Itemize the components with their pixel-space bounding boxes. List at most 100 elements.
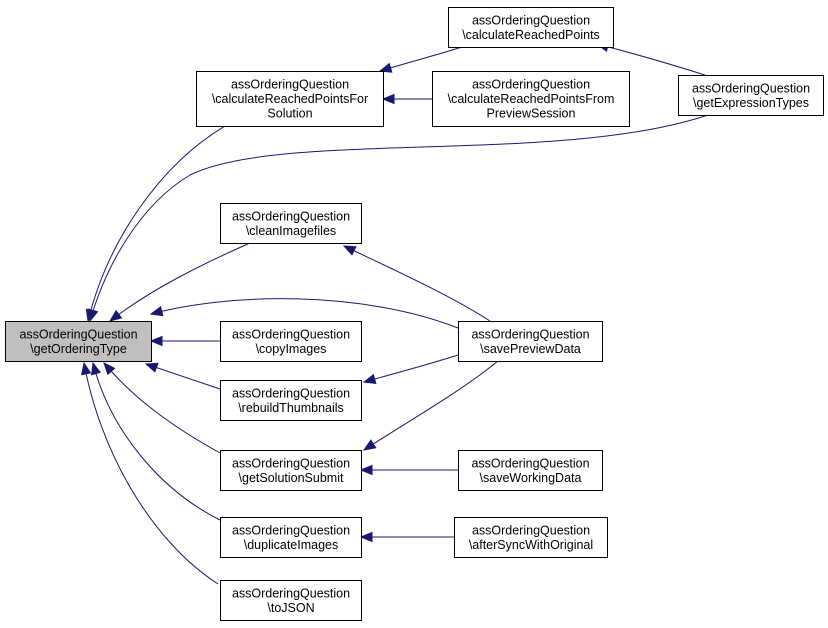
node-calculateReachedPointsFromPreviewSession[interactable]: assOrderingQuestion\calculateReachedPoin… bbox=[432, 71, 630, 127]
node-label-line: \calculateReachedPoints bbox=[462, 28, 600, 42]
arrowhead-icon bbox=[103, 361, 116, 376]
node-label-line: assOrderingQuestion bbox=[231, 78, 349, 92]
node-label-line: assOrderingQuestion bbox=[232, 327, 350, 341]
node-label-line: assOrderingQuestion bbox=[232, 586, 350, 600]
arrowhead-icon bbox=[362, 373, 377, 384]
arrowhead-icon bbox=[88, 308, 99, 323]
edge-calculateReachedPointsForSolution-to-getOrderingType bbox=[85, 125, 226, 323]
nodes-layer: assOrderingQuestion\getOrderingTypeassOr… bbox=[5, 7, 824, 621]
node-duplicateImages[interactable]: assOrderingQuestion\duplicateImages bbox=[220, 517, 362, 558]
node-label-line: \toJSON bbox=[267, 601, 314, 615]
edge-line bbox=[596, 43, 706, 76]
node-label-line: assOrderingQuestion bbox=[471, 327, 589, 341]
node-box bbox=[220, 321, 362, 362]
node-box bbox=[454, 517, 608, 558]
node-box bbox=[458, 450, 603, 491]
node-box bbox=[458, 321, 603, 362]
node-savePreviewData[interactable]: assOrderingQuestion\savePreviewData bbox=[458, 321, 603, 362]
node-label-line: \rebuildThumbnails bbox=[238, 401, 344, 415]
arrowhead-icon bbox=[359, 531, 373, 543]
node-box bbox=[432, 71, 630, 127]
edge-line bbox=[89, 114, 709, 322]
node-label-line: \calculateReachedPointsFor bbox=[212, 92, 368, 106]
edge-line bbox=[343, 245, 491, 322]
edge-line bbox=[150, 298, 459, 329]
node-getExpressionTypes[interactable]: assOrderingQuestion\getExpressionTypes bbox=[678, 75, 824, 116]
arrowhead-icon bbox=[108, 309, 123, 322]
edge-rebuildThumbnails-to-getOrderingType bbox=[144, 362, 221, 390]
edge-line bbox=[103, 362, 221, 454]
node-label-line: \getOrderingType bbox=[30, 342, 127, 356]
arrowhead-icon bbox=[81, 361, 92, 376]
node-toJSON[interactable]: assOrderingQuestion\toJSON bbox=[220, 580, 362, 621]
edge-savePreviewData-to-cleanImagefiles bbox=[342, 245, 491, 322]
edge-calculateReachedPointsFromPreviewSession-to-calculateReachedPointsForSolution bbox=[381, 93, 432, 105]
node-label-line: assOrderingQuestion bbox=[232, 386, 350, 400]
arrowhead-icon bbox=[149, 335, 163, 347]
node-getOrderingType[interactable]: assOrderingQuestion\getOrderingType bbox=[5, 321, 152, 362]
edges-layer bbox=[81, 41, 709, 585]
edge-afterSyncWithOriginal-to-duplicateImages bbox=[359, 531, 454, 543]
node-label-line: PreviewSession bbox=[487, 107, 576, 121]
node-label-line: \saveWorkingData bbox=[480, 471, 582, 485]
node-label-line: assOrderingQuestion bbox=[232, 209, 350, 223]
arrowhead-icon bbox=[342, 245, 357, 256]
node-label-line: assOrderingQuestion bbox=[19, 327, 137, 341]
node-box bbox=[220, 580, 362, 621]
node-box bbox=[678, 75, 824, 116]
edge-line bbox=[109, 242, 251, 322]
arrowhead-icon bbox=[91, 361, 102, 376]
node-calculateReachedPoints[interactable]: assOrderingQuestion\calculateReachedPoin… bbox=[448, 7, 614, 48]
node-label-line: \getExpressionTypes bbox=[693, 96, 809, 110]
node-box bbox=[220, 450, 362, 491]
node-label-line: assOrderingQuestion bbox=[472, 13, 590, 27]
arrowhead-icon bbox=[362, 439, 377, 451]
node-label-line: assOrderingQuestion bbox=[472, 78, 590, 92]
node-box bbox=[220, 517, 362, 558]
node-label-line: \duplicateImages bbox=[244, 538, 339, 552]
node-box bbox=[220, 203, 362, 244]
edge-savePreviewData-to-getSolutionSubmit bbox=[362, 360, 499, 451]
node-calculateReachedPointsForSolution[interactable]: assOrderingQuestion\calculateReachedPoin… bbox=[196, 71, 384, 127]
arrowhead-icon bbox=[149, 306, 164, 317]
node-box bbox=[448, 7, 614, 48]
node-saveWorkingData[interactable]: assOrderingQuestion\saveWorkingData bbox=[458, 450, 603, 491]
node-getSolutionSubmit[interactable]: assOrderingQuestion\getSolutionSubmit bbox=[220, 450, 362, 491]
edge-line bbox=[83, 362, 219, 585]
node-copyImages[interactable]: assOrderingQuestion\copyImages bbox=[220, 321, 362, 362]
edge-calculateReachedPoints-to-calculateReachedPointsForSolution bbox=[378, 46, 463, 73]
node-label-line: assOrderingQuestion bbox=[692, 81, 810, 95]
arrowhead-icon bbox=[144, 362, 159, 373]
node-label-line: \savePreviewData bbox=[480, 342, 581, 356]
edge-saveWorkingData-to-getSolutionSubmit bbox=[359, 464, 458, 476]
node-label-line: assOrderingQuestion bbox=[232, 523, 350, 537]
node-box bbox=[5, 321, 152, 362]
node-cleanImagefiles[interactable]: assOrderingQuestion\cleanImagefiles bbox=[220, 203, 362, 244]
edge-line bbox=[87, 125, 226, 322]
edge-getSolutionSubmit-to-getOrderingType bbox=[103, 361, 221, 454]
arrowhead-icon bbox=[381, 93, 395, 105]
edge-line bbox=[92, 362, 221, 521]
edge-toJSON-to-getOrderingType bbox=[81, 361, 219, 585]
edge-savePreviewData-to-getOrderingType bbox=[149, 298, 459, 329]
node-label-line: \copyImages bbox=[256, 342, 327, 356]
arrowhead-icon bbox=[378, 62, 393, 73]
node-label-line: assOrderingQuestion bbox=[232, 456, 350, 470]
node-label-line: \afterSyncWithOriginal bbox=[469, 538, 593, 552]
edge-duplicateImages-to-getOrderingType bbox=[91, 361, 221, 521]
node-rebuildThumbnails[interactable]: assOrderingQuestion\rebuildThumbnails bbox=[220, 380, 362, 421]
node-box bbox=[220, 380, 362, 421]
node-afterSyncWithOriginal[interactable]: assOrderingQuestion\afterSyncWithOrigina… bbox=[454, 517, 608, 558]
arrowhead-icon bbox=[359, 464, 373, 476]
edge-cleanImagefiles-to-getOrderingType bbox=[108, 242, 251, 322]
edge-line bbox=[363, 360, 499, 451]
edge-copyImages-to-getOrderingType bbox=[149, 335, 220, 347]
node-label-line: assOrderingQuestion bbox=[471, 456, 589, 470]
edge-line bbox=[363, 354, 459, 383]
node-label-line: \getSolutionSubmit bbox=[239, 471, 344, 485]
node-box bbox=[196, 71, 384, 127]
node-label-line: Solution bbox=[267, 107, 312, 121]
node-label-line: \cleanImagefiles bbox=[246, 224, 336, 238]
node-label-line: \calculateReachedPointsFrom bbox=[448, 92, 615, 106]
